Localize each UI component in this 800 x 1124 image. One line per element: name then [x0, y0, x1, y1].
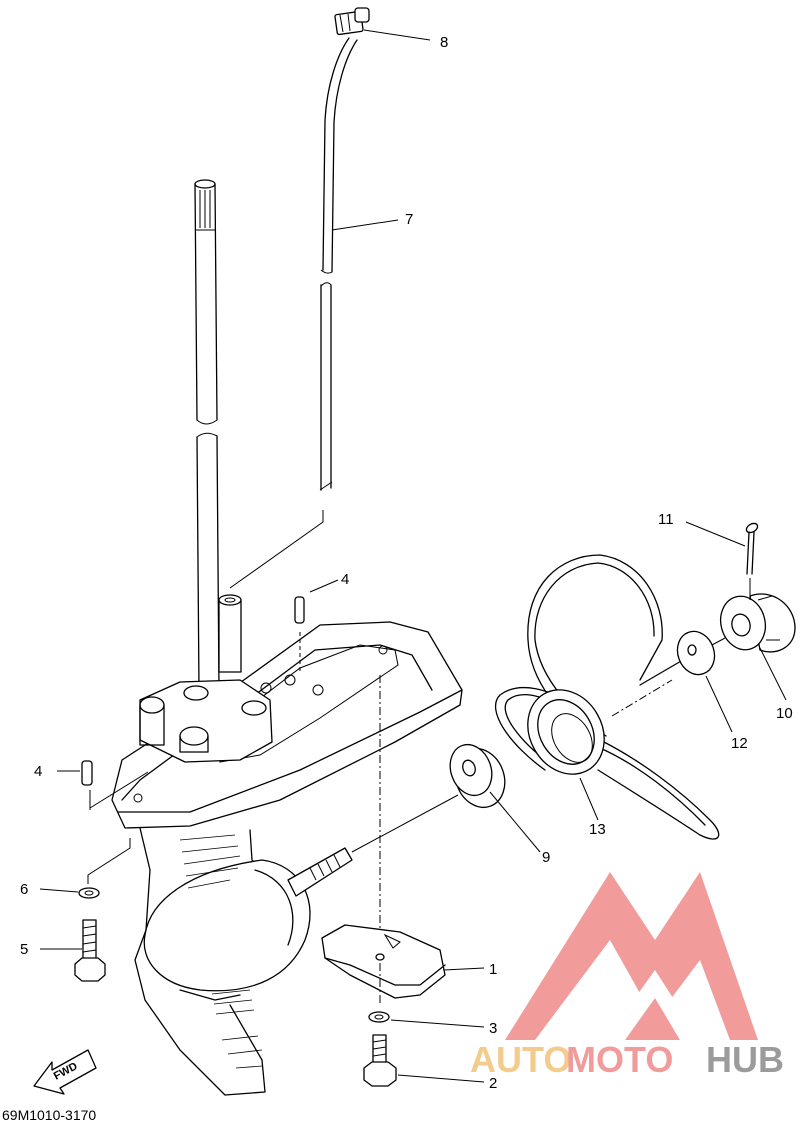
anode — [321, 924, 446, 999]
assembly-lines — [87, 510, 751, 1005]
callout-2: 2 — [489, 1075, 497, 1092]
spacer — [449, 743, 506, 809]
propeller — [494, 554, 720, 840]
part-code: 69M1010-3170 — [2, 1107, 96, 1123]
grommet — [334, 7, 370, 36]
bolt-left — [74, 919, 106, 982]
callout-4-left: 4 — [34, 763, 42, 780]
callout-8: 8 — [440, 34, 448, 51]
callouts: 8 7 4 4 6 5 9 1 3 2 11 10 12 13 — [20, 34, 793, 1092]
washer-left — [78, 887, 100, 899]
callout-7: 7 — [405, 211, 413, 228]
callout-3: 3 — [489, 1020, 497, 1037]
cotter-pin — [745, 522, 759, 575]
callout-4-top: 4 — [341, 571, 349, 588]
castle-nut — [719, 593, 796, 653]
callout-13: 13 — [589, 821, 606, 838]
washer — [368, 1011, 390, 1023]
callout-6: 6 — [20, 881, 28, 898]
fwd-arrow: FWD — [33, 1049, 97, 1095]
callout-10: 10 — [776, 705, 793, 722]
bolt — [363, 1034, 397, 1087]
leader-lines — [39, 29, 787, 1083]
callout-11: 11 — [658, 511, 674, 528]
watermark-text-hub: HUB — [706, 1039, 784, 1080]
watermark-logo: AUTO MOTO HUB — [470, 872, 784, 1080]
water-tube — [319, 37, 358, 491]
callout-9: 9 — [542, 849, 550, 866]
watermark-text-auto: AUTO — [470, 1039, 571, 1080]
washer-prop — [676, 630, 716, 676]
lower-casing — [111, 594, 463, 1096]
callout-12: 12 — [731, 735, 748, 752]
callout-1: 1 — [489, 961, 497, 978]
drive-shaft — [194, 179, 220, 691]
dowel-pin — [81, 596, 305, 786]
watermark-text-moto: MOTO — [566, 1039, 673, 1080]
callout-5: 5 — [20, 941, 28, 958]
